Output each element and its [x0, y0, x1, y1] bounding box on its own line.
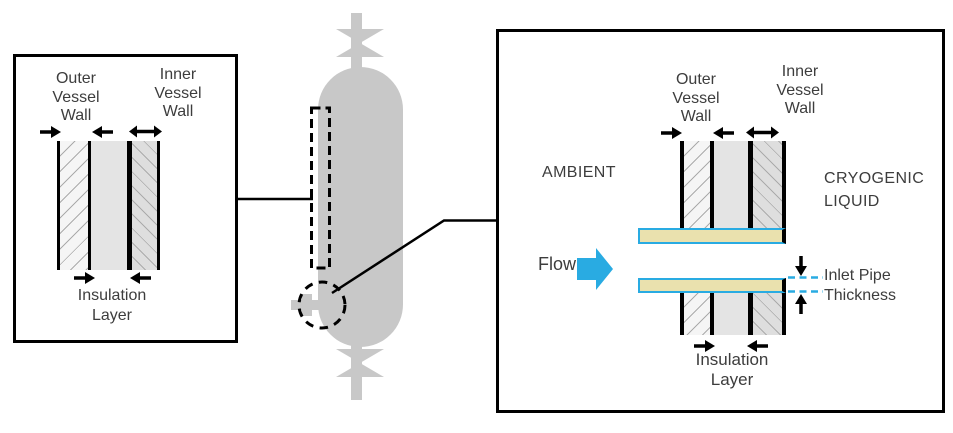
outer-vessel-wall-layer	[60, 141, 88, 270]
inner-vessel-wall-label: Inner Vessel Wall	[758, 63, 842, 119]
outer-vessel-wall-layer	[684, 292, 710, 335]
insulation-layer	[91, 141, 127, 270]
inlet-detail-panel	[496, 29, 945, 413]
label-line: Insulation	[77, 287, 147, 304]
wall-cross-section-upper	[680, 141, 786, 228]
ambient-label: AMBIENT	[542, 164, 616, 181]
label-line: Inlet Pipe	[824, 267, 891, 284]
wall-cross-section	[57, 141, 160, 270]
label-line: Wall	[60, 107, 92, 124]
wall-line-thick	[748, 141, 753, 228]
vessel-top-stem	[351, 13, 362, 71]
inner-vessel-wall-layer	[132, 141, 157, 270]
inlet-nozzle-stem	[302, 294, 312, 316]
wall-line	[782, 141, 786, 228]
label-line: Layer	[710, 370, 754, 389]
label-line: Wall	[162, 103, 194, 120]
wall-line	[157, 141, 160, 270]
vessel-body	[318, 67, 403, 347]
wall-line	[710, 141, 714, 228]
label-line: Outer	[675, 71, 716, 88]
label-line: Vessel	[776, 81, 824, 99]
wall-cross-section-lower	[680, 292, 786, 335]
inlet-pipe-lower-wall	[638, 278, 786, 293]
inlet-pipe-upper-wall	[638, 228, 786, 244]
inlet-pipe-thickness-label: Inlet Pipe Thickness	[824, 266, 896, 306]
label-line: Wall	[784, 100, 816, 117]
label-line: CRYOGENIC	[824, 170, 925, 187]
insulation-layer-label: Insulation Layer	[62, 286, 162, 325]
label-line: Thickness	[824, 287, 897, 304]
outer-vessel-wall-label: Outer Vessel Wall	[654, 71, 738, 127]
label-line: Insulation	[695, 350, 769, 369]
label-line: Outer	[55, 70, 96, 87]
inner-vessel-wall-label: Inner Vessel Wall	[136, 66, 220, 122]
insulation-layer-label: Insulation Layer	[680, 350, 784, 390]
insulation-layer	[714, 141, 748, 228]
flow-label: Flow	[538, 254, 577, 274]
label-line: Vessel	[672, 89, 720, 107]
inner-vessel-wall-layer	[753, 141, 782, 228]
inner-vessel-wall-layer	[753, 292, 782, 335]
label-line: Layer	[91, 306, 133, 324]
label-line: Inner	[159, 66, 197, 83]
wall-line	[57, 141, 60, 270]
wall-line	[680, 292, 684, 335]
outer-vessel-wall-layer	[684, 141, 710, 228]
wall-line	[680, 141, 684, 228]
wall-line-thick	[748, 292, 753, 335]
label-line: Inner	[781, 63, 819, 80]
insulation-layer	[714, 292, 748, 335]
label-line: LIQUID	[824, 193, 880, 210]
label-line: Wall	[680, 108, 712, 125]
cryogenic-liquid-label: CRYOGENIC LIQUID	[824, 167, 924, 213]
wall-line	[782, 292, 786, 335]
label-line: Vessel	[52, 88, 100, 106]
label-line: Vessel	[154, 84, 202, 102]
wall-line-thick	[127, 141, 132, 270]
vessel-bottom-stem	[351, 345, 362, 400]
outer-vessel-wall-label: Outer Vessel Wall	[34, 70, 118, 126]
wall-line	[710, 292, 714, 335]
wall-line	[88, 141, 91, 270]
wall-detail-panel	[13, 54, 238, 343]
